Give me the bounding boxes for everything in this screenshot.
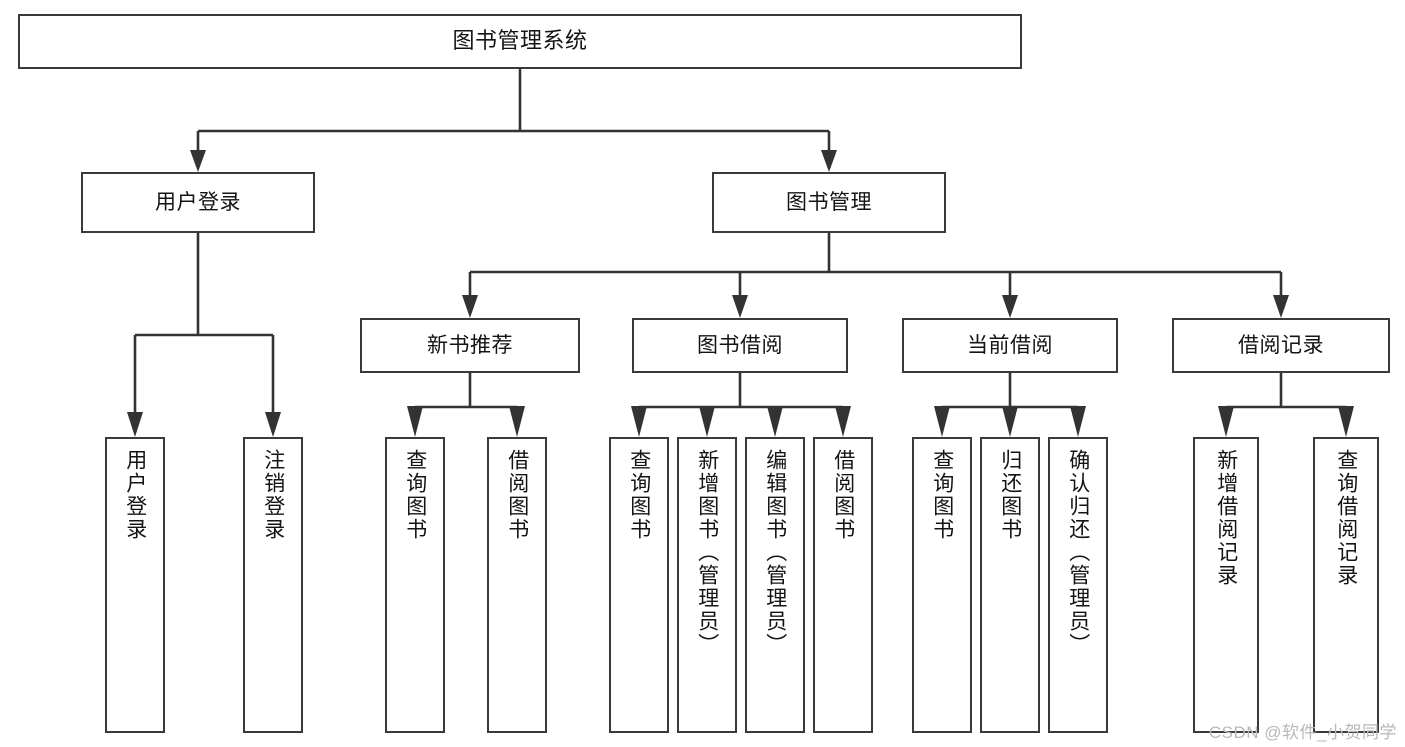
leaf-new-book-borrow[interactable]: 借阅图书: [487, 437, 547, 733]
arrow-current-borrow: [1002, 295, 1018, 318]
arrow-bb-leaf-3: [767, 406, 783, 437]
arrow-leaf-user-login: [127, 412, 143, 437]
node-new-book-recommend[interactable]: 新书推荐: [360, 318, 580, 373]
node-label: 编辑图书（管理员）: [763, 449, 787, 656]
node-borrow-records[interactable]: 借阅记录: [1172, 318, 1390, 373]
arrow-nb-leaf-1: [407, 406, 423, 437]
arrow-bb-leaf-4: [835, 406, 851, 437]
arrow-bb-leaf-2: [699, 406, 715, 437]
node-label: 新增借阅记录: [1214, 449, 1238, 587]
arrow-cb-leaf-2: [1002, 406, 1018, 437]
node-user-login[interactable]: 用户登录: [81, 172, 315, 233]
arrow-cb-leaf-3: [1070, 406, 1086, 437]
leaf-current-return-book[interactable]: 归还图书: [980, 437, 1040, 733]
arrow-nb-leaf-2: [509, 406, 525, 437]
node-root-system[interactable]: 图书管理系统: [18, 14, 1022, 69]
node-label: 用户登录: [155, 190, 241, 214]
node-label: 用户登录: [123, 449, 147, 541]
leaf-borrow-borrow-book[interactable]: 借阅图书: [813, 437, 873, 733]
leaf-borrow-query-book[interactable]: 查询图书: [609, 437, 669, 733]
leaf-borrow-edit-book[interactable]: 编辑图书（管理员）: [745, 437, 805, 733]
node-label: 当前借阅: [967, 333, 1053, 357]
leaf-query-borrow-record[interactable]: 查询借阅记录: [1313, 437, 1379, 733]
node-label: 注销登录: [261, 449, 285, 541]
leaf-current-confirm-return[interactable]: 确认归还（管理员）: [1048, 437, 1108, 733]
arrow-br-leaf-2: [1338, 406, 1354, 437]
leaf-user-login[interactable]: 用户登录: [105, 437, 165, 733]
arrow-book-manage: [821, 150, 837, 172]
node-label: 新增图书（管理员）: [695, 449, 719, 656]
node-label: 借阅图书: [505, 449, 529, 541]
node-book-borrow[interactable]: 图书借阅: [632, 318, 848, 373]
node-label: 查询图书: [627, 449, 651, 541]
node-label: 新书推荐: [427, 333, 513, 357]
node-label: 图书借阅: [697, 333, 783, 357]
leaf-borrow-add-book[interactable]: 新增图书（管理员）: [677, 437, 737, 733]
node-label: 图书管理系统: [452, 28, 588, 54]
leaf-add-borrow-record[interactable]: 新增借阅记录: [1193, 437, 1259, 733]
arrow-bb-leaf-1: [631, 406, 647, 437]
node-label: 查询借阅记录: [1334, 449, 1358, 587]
node-label: 借阅图书: [831, 449, 855, 541]
arrow-leaf-logout: [265, 412, 281, 437]
node-label: 归还图书: [998, 449, 1022, 541]
arrow-new-book: [462, 295, 478, 318]
arrow-book-borrow: [732, 295, 748, 318]
arrow-borrow-records: [1273, 295, 1289, 318]
leaf-new-book-query[interactable]: 查询图书: [385, 437, 445, 733]
node-label: 确认归还（管理员）: [1066, 449, 1090, 656]
arrow-cb-leaf-1: [934, 406, 950, 437]
node-current-borrow[interactable]: 当前借阅: [902, 318, 1118, 373]
arrow-user-login: [190, 150, 206, 172]
csdn-watermark: CSDN @软件_小贺同学: [1208, 723, 1397, 742]
arrow-br-leaf-1: [1218, 406, 1234, 437]
leaf-logout[interactable]: 注销登录: [243, 437, 303, 733]
node-book-management[interactable]: 图书管理: [712, 172, 946, 233]
node-label: 查询图书: [930, 449, 954, 541]
node-label: 查询图书: [403, 449, 427, 541]
node-label: 图书管理: [786, 190, 872, 214]
node-label: 借阅记录: [1238, 333, 1324, 357]
leaf-current-query-book[interactable]: 查询图书: [912, 437, 972, 733]
